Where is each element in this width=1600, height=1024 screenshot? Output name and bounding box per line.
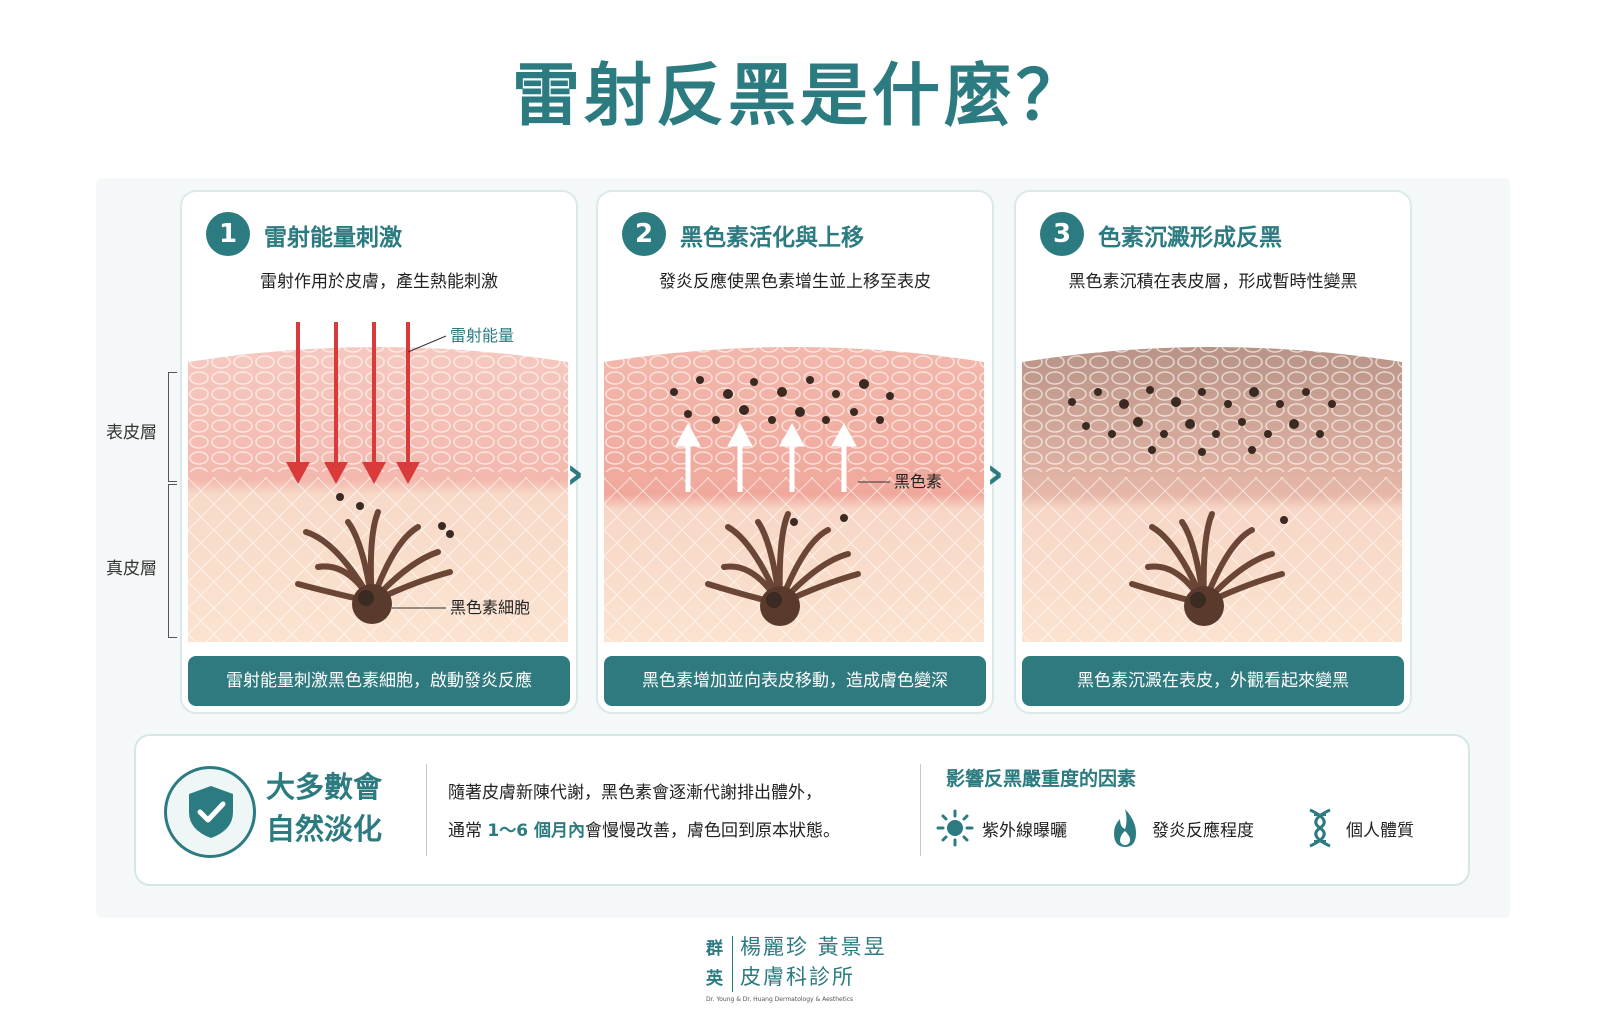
divider [920,764,921,856]
dna-icon [1309,808,1331,848]
panel-step-2: 2 黑色素活化與上移 發炎反應使黑色素增生並上移至表皮 [596,190,994,714]
summary-box: 大多數會 自然淡化 隨著皮膚新陳代謝，黑色素會逐漸代謝排出體外， 通常 1～6 … [134,734,1470,886]
step-title: 色素沉澱形成反黑 [1098,225,1282,251]
divider [426,764,427,856]
melanin-granules [670,376,894,526]
step-caption: 黑色素增加並向表皮移動，造成膚色變深 [604,656,986,706]
summary-heading: 大多數會 自然淡化 [266,770,383,846]
sun-icon [936,809,974,847]
step-title: 雷射能量刺激 [264,225,402,251]
epidermis-label: 表皮層 [106,423,157,443]
panel-step-3: 3 色素沉澱形成反黑 黑色素沉積在表皮層，形成暫時性變黑 [1014,190,1412,714]
laser-energy-label: 雷射能量 [450,326,514,345]
skin-illustration: 雷射能量 黑色素細胞 [188,322,568,642]
clinic-logo: 群 英 楊麗珍 黃景昱 皮膚科診所 Dr. Young & Dr. Huang … [706,935,887,1003]
shield-check-icon [164,766,256,858]
laser-arrows [286,322,420,484]
dermis-bracket [168,484,177,638]
skin-illustration: 黑色素 [604,347,984,642]
step-description: 發炎反應使黑色素增生並上移至表皮 [659,272,931,292]
step-title: 黑色素活化與上移 [680,225,864,251]
factor-uv: 紫外線曝曬 [936,808,1067,848]
step-caption: 雷射能量刺激黑色素細胞，啟動發炎反應 [188,656,570,706]
step-description: 雷射作用於皮膚，產生熱能刺激 [260,272,498,292]
dermis-label: 真皮層 [106,559,157,579]
step-number: 3 [1040,212,1084,256]
step-caption: 黑色素沉澱在表皮，外觀看起來變黑 [1022,656,1404,706]
chevron-right-icon: › [986,448,1005,499]
melanocyte-label: 黑色素細胞 [450,598,530,617]
panel-step-1: 1 雷射能量刺激 雷射作用於皮膚，產生熱能刺激 雷 [180,190,578,714]
summary-text: 隨著皮膚新陳代謝，黑色素會逐漸代謝排出體外， 通常 1～6 個月內會慢慢改善，膚… [448,783,840,841]
page-title: 雷射反黑是什麼？ [511,57,1088,136]
factor-inflammation: 發炎反應程度 [1106,808,1254,848]
melanin-label: 黑色素 [894,472,942,491]
factors-title: 影響反黑嚴重度的因素 [946,768,1137,790]
duration-highlight: 1～6 個月內 [487,821,585,841]
factor-constitution: 個人體質 [1302,808,1414,848]
epidermis-bracket [168,372,177,482]
skin-illustration [1022,347,1402,642]
step-number: 1 [206,212,250,256]
upward-arrows [675,422,857,492]
deposited-melanin [1068,386,1336,524]
flame-icon [1114,809,1136,847]
chevron-right-icon: › [566,448,585,499]
step-description: 黑色素沉積在表皮層，形成暫時性變黑 [1068,272,1358,292]
step-number: 2 [622,212,666,256]
